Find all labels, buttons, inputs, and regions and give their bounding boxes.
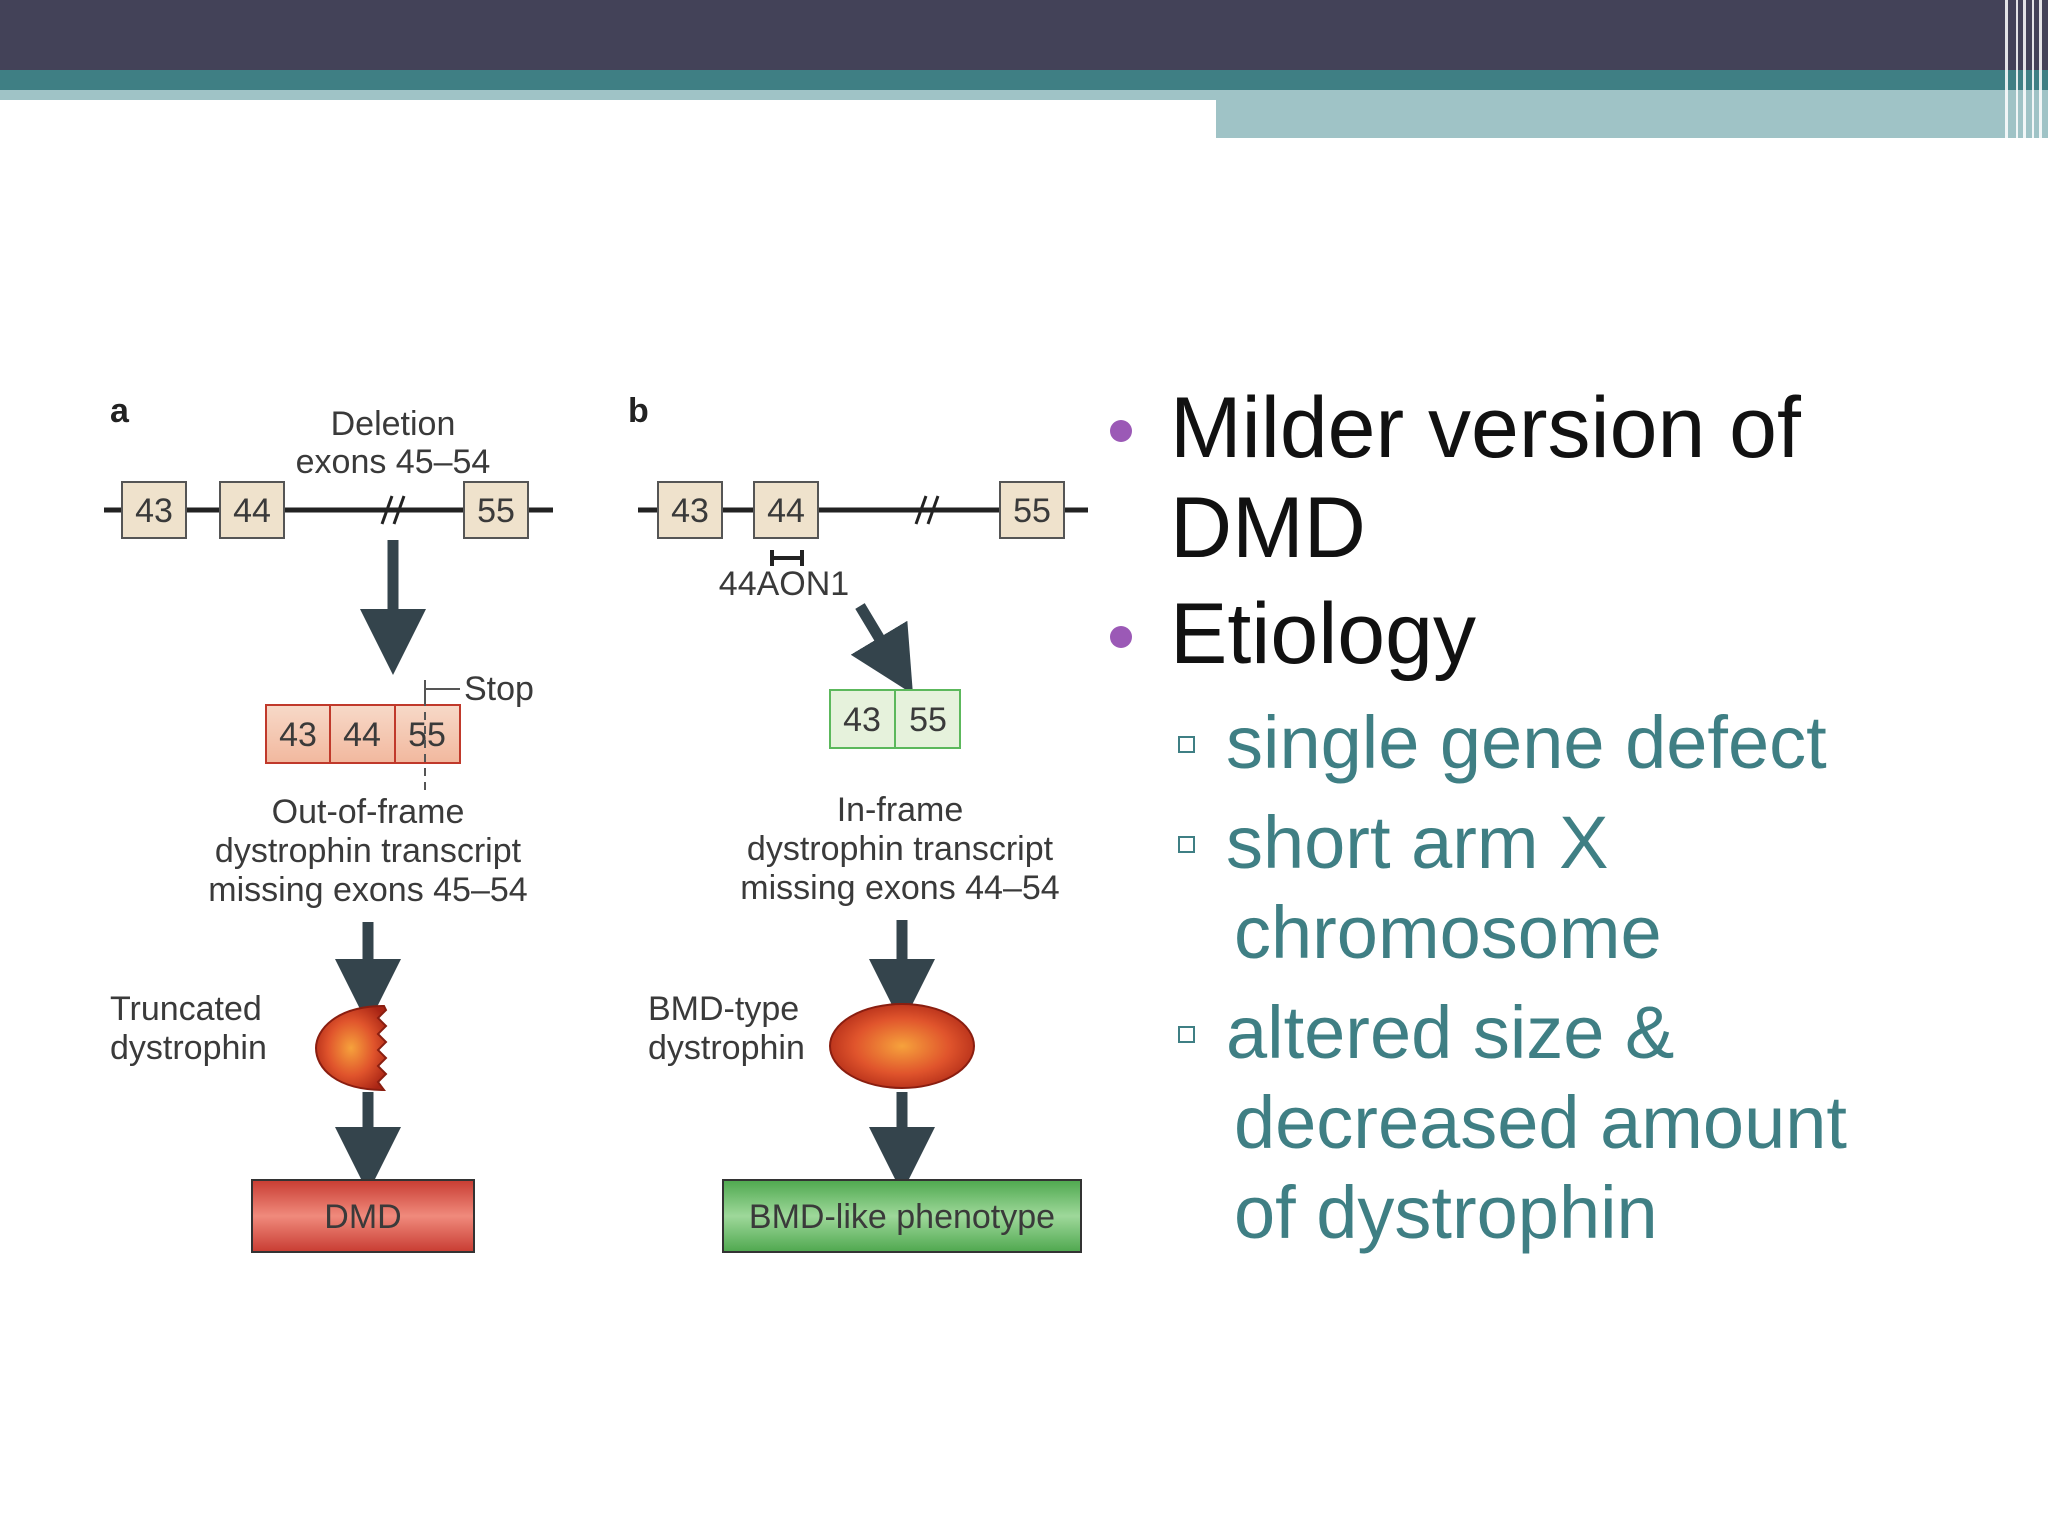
truncated-dystrophin-shape [314, 1004, 388, 1092]
exon-box [463, 481, 529, 539]
bullet-text: DMD [1170, 480, 1366, 576]
subbullet-square [1178, 1026, 1195, 1043]
deletion-label-line1: Deletion [331, 405, 456, 443]
header-light-strip [0, 90, 1216, 100]
protein-label-b-1: BMD-type [648, 990, 799, 1028]
transcript-label-b-1: In-frame [837, 791, 964, 829]
bmd-outcome-box [722, 1179, 1082, 1253]
header-dark-band [0, 0, 2048, 70]
transcript-label-a-1: Out-of-frame [272, 793, 465, 831]
subbullet-single-gene: single gene defect [1110, 698, 2030, 788]
panel-b: b 43 44 55 44AON1 43 55 In-frame dystrop… [628, 392, 1088, 1253]
exon-box [657, 481, 723, 539]
bullet-text: Milder version of [1170, 380, 1801, 476]
bullet-etiology: Etiology [1110, 584, 2030, 684]
transcript-exon-label: 44 [343, 716, 381, 754]
subbullet-text: short arm X [1226, 801, 1609, 884]
subbullet-text: single gene defect [1226, 701, 1827, 784]
break-mark-b-1 [914, 495, 928, 525]
exon-box [121, 481, 187, 539]
exon-label: 43 [135, 492, 173, 530]
exon-label: 43 [671, 492, 709, 530]
protein-label-a-2: dystrophin [110, 1029, 267, 1067]
protein-label-b-2: dystrophin [648, 1029, 805, 1067]
subbullet-short-arm: short arm X chromosome [1110, 798, 2030, 978]
break-mark-a-1 [380, 495, 394, 525]
dystrophin-exon-skipping-diagram: a Deletion exons 45–54 43 44 55 Stop 43 … [104, 392, 1088, 1253]
transcript-exon-label: 43 [843, 701, 881, 739]
transcript-label-a-3: missing exons 45–54 [208, 871, 527, 909]
exon-label: 44 [767, 492, 805, 530]
bmd-outcome-label: BMD-like phenotype [749, 1198, 1055, 1236]
transcript-label-a-2: dystrophin transcript [215, 832, 522, 870]
exon-box [999, 481, 1065, 539]
bullet-dot [1110, 420, 1132, 442]
transcript-label-b-3: missing exons 44–54 [740, 869, 1059, 907]
bullet-list: Milder version of DMD Etiology single ge… [1110, 378, 2030, 1268]
header-light-block [1216, 90, 2048, 138]
bullet-dot [1110, 626, 1132, 648]
header-teal-band [0, 70, 2048, 90]
panel-a-letter: a [110, 392, 130, 430]
arrow-b-1 [850, 603, 913, 695]
panel-a: a Deletion exons 45–54 43 44 55 Stop 43 … [104, 392, 553, 1253]
subbullet-square [1178, 736, 1195, 753]
deletion-label-line2: exons 45–54 [296, 443, 491, 481]
dmd-outcome-label: DMD [324, 1198, 401, 1236]
transcript-exon-label: 55 [408, 716, 446, 754]
transcript-label-b-2: dystrophin transcript [747, 830, 1054, 868]
exon-box [219, 481, 285, 539]
break-mark-b-2 [926, 495, 940, 525]
transcript-exon-label: 55 [909, 701, 947, 739]
bullet-text: Etiology [1170, 586, 1476, 682]
protein-label-a-1: Truncated [110, 990, 262, 1028]
dmd-outcome-box [251, 1179, 475, 1253]
break-mark-a-2 [392, 495, 406, 525]
bullet-milder-version: Milder version of DMD [1110, 378, 2030, 578]
header-edge-lines [1988, 0, 2048, 138]
stop-label: Stop [464, 670, 534, 708]
panel-b-letter: b [628, 392, 649, 430]
subbullet-text: altered size & [1226, 991, 1675, 1074]
exon-label: 55 [1013, 492, 1051, 530]
exon-label: 55 [477, 492, 515, 530]
transcript-box-a [265, 704, 461, 764]
aon-label: 44AON1 [719, 565, 849, 603]
subbullet-text: chromosome [1234, 891, 1662, 974]
subbullet-text: decreased amount [1234, 1081, 1847, 1164]
subbullet-square [1178, 836, 1195, 853]
exon-label: 44 [233, 492, 271, 530]
subbullet-altered-size: altered size & decreased amount of dystr… [1110, 988, 2030, 1258]
transcript-exon-label: 43 [279, 716, 317, 754]
exon-box [753, 481, 819, 539]
subbullet-text: of dystrophin [1234, 1171, 1658, 1254]
bmd-dystrophin-shape [829, 1003, 975, 1089]
